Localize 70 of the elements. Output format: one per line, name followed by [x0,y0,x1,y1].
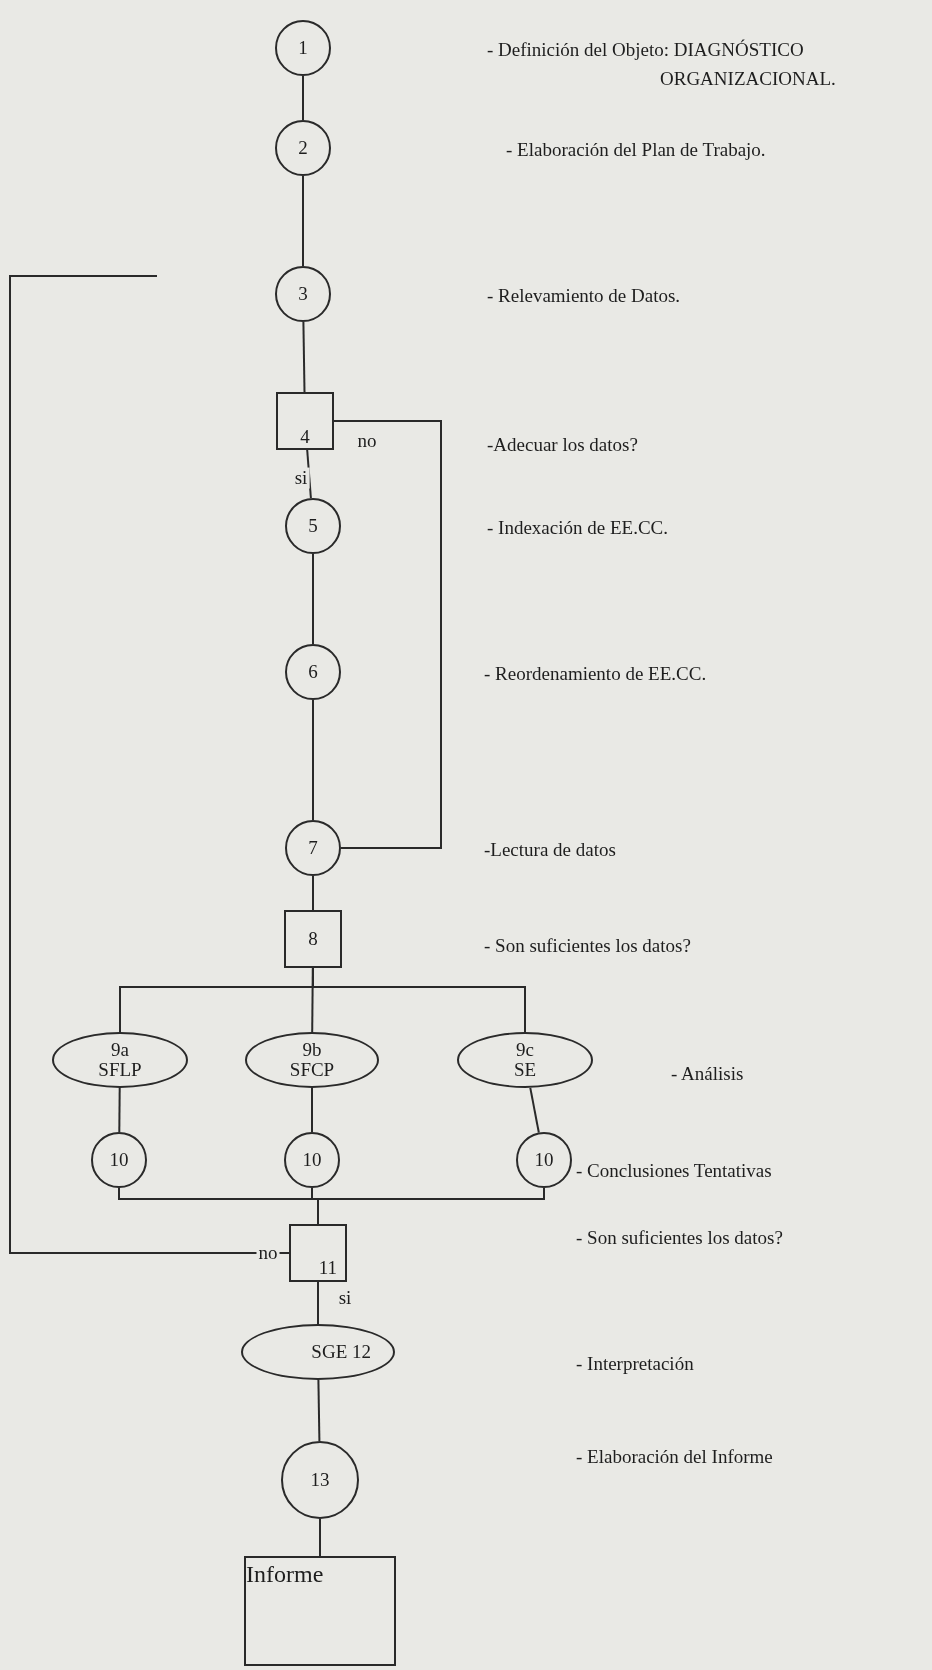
step-description: - Definición del Objeto: DIAGNÓSTICO ORGANIZACIONAL. [487,38,837,91]
node-label: 3 [298,284,308,304]
node-label: 13 [310,1470,330,1490]
node-label: 4 [300,427,310,447]
node-label: 11 [318,1258,337,1278]
connector-line [302,75,304,121]
step-description: - Análisis [671,1062,745,1086]
node-sublabel: SFLP [98,1060,142,1080]
step-description: - Interpretación [576,1352,695,1376]
node-label: 10 [109,1150,129,1170]
step-description: - Son suficientes los datos? [484,934,692,958]
step-circle [275,266,331,322]
connector-line [302,321,306,393]
node-label: 8 [308,929,318,949]
process-box [289,1224,347,1282]
node-label: 2 [298,138,308,158]
step-circle [284,1132,340,1188]
connector-line [312,699,314,821]
step-circle [281,1441,359,1519]
step-description: - Elaboración del Plan de Trabajo. [506,138,767,162]
edge-label: si [292,467,310,489]
step-circle [285,498,341,554]
process-box [244,1556,396,1666]
connector-line [9,275,290,1254]
step-description: - Conclusiones Tentativas [576,1159,773,1183]
node-label: 6 [308,662,318,682]
step-circle [285,644,341,700]
connector-line [312,553,314,645]
connector-line [312,875,314,911]
connector-line [118,1087,121,1133]
subsystem-ellipse [457,1032,593,1088]
node-label: 9b [302,1040,322,1060]
node-sublabel: SFCP [289,1060,335,1080]
connector-line [317,1187,545,1225]
step-description: - Son suficientes los datos? [576,1226,784,1250]
connector-line [317,1379,321,1442]
connector-line [317,1281,319,1325]
node-label: 7 [308,838,318,858]
node-label: SGE 12 [311,1342,371,1362]
node-label: 1 [298,38,308,58]
node-label: Informe [246,1562,324,1588]
step-circle [91,1132,147,1188]
connector-line [333,420,442,849]
step-circle [275,20,331,76]
connector-line [312,967,526,1033]
connector-line [311,1087,313,1133]
connector-line [306,449,312,500]
step-description: - Relevamiento de Datos. [487,284,682,308]
connector-line [302,175,304,267]
process-box [276,392,334,450]
node-label: 9c [516,1040,534,1060]
subsystem-ellipse [241,1324,395,1380]
step-description: - Elaboración del Informe [576,1445,774,1469]
step-circle [275,120,331,176]
node-label: 10 [534,1150,554,1170]
connector-line [319,1518,321,1557]
step-description: - Reordenamiento de EE.CC. [484,662,708,686]
node-label: 9a [111,1040,129,1060]
subsystem-ellipse [245,1032,379,1088]
connector-line [529,1086,540,1134]
node-sublabel: SE [513,1060,537,1080]
subsystem-ellipse [52,1032,188,1088]
node-label: 10 [302,1150,322,1170]
step-description: -Adecuar los datos? [487,433,639,457]
node-label: 5 [308,516,318,536]
step-circle [285,820,341,876]
step-description: - Indexación de EE.CC. [487,516,669,540]
step-circle [516,1132,572,1188]
process-box [284,910,342,968]
step-description: -Lectura de datos [484,838,617,862]
